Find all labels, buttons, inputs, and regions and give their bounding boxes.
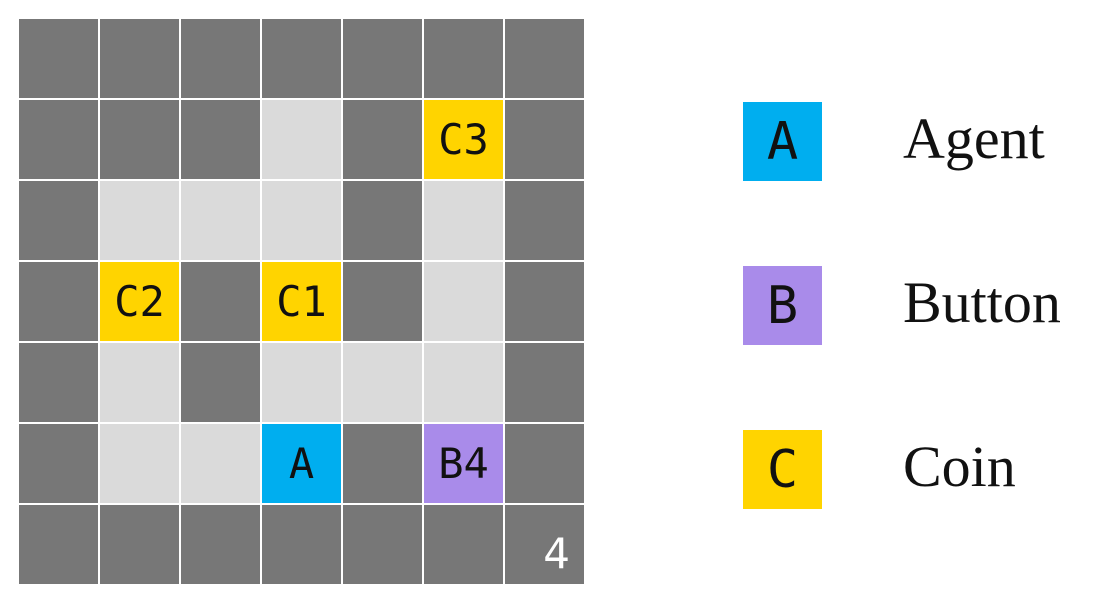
wall-cell xyxy=(181,19,260,98)
wall-cell xyxy=(181,343,260,422)
wall-cell xyxy=(181,262,260,341)
legend-row-coin: C Coin xyxy=(743,430,1083,510)
wall-cell xyxy=(343,424,422,503)
step-counter: 4 xyxy=(505,505,584,584)
legend: A Agent B Button C Coin xyxy=(743,102,1083,512)
wall-cell xyxy=(19,19,98,98)
legend-label-button: Button xyxy=(903,270,1061,335)
wall-cell xyxy=(424,505,503,584)
legend-row-button: B Button xyxy=(743,266,1083,346)
button-cell-b4: B4 xyxy=(424,424,503,503)
floor-cell xyxy=(100,424,179,503)
wall-cell xyxy=(19,262,98,341)
wall-cell xyxy=(100,19,179,98)
floor-cell xyxy=(181,181,260,260)
floor-cell xyxy=(424,181,503,260)
agent-cell: A xyxy=(262,424,341,503)
wall-cell xyxy=(19,181,98,260)
legend-swatch-button: B xyxy=(743,266,822,345)
coin-cell-c2: C2 xyxy=(100,262,179,341)
wall-cell xyxy=(19,505,98,584)
wall-cell xyxy=(19,100,98,179)
wall-cell xyxy=(343,100,422,179)
wall-cell xyxy=(343,19,422,98)
floor-cell xyxy=(100,343,179,422)
wall-cell xyxy=(505,262,584,341)
legend-swatch-agent: A xyxy=(743,102,822,181)
wall-cell xyxy=(181,100,260,179)
wall-cell xyxy=(505,343,584,422)
floor-cell xyxy=(343,343,422,422)
wall-cell xyxy=(343,262,422,341)
coin-cell-c1: C1 xyxy=(262,262,341,341)
floor-cell xyxy=(424,343,503,422)
wall-cell xyxy=(262,505,341,584)
wall-cell xyxy=(505,181,584,260)
floor-cell xyxy=(262,100,341,179)
legend-label-agent: Agent xyxy=(903,106,1045,171)
legend-swatch-coin: C xyxy=(743,430,822,509)
wall-cell xyxy=(19,424,98,503)
wall-cell xyxy=(505,100,584,179)
wall-cell xyxy=(343,181,422,260)
wall-cell xyxy=(262,19,341,98)
wall-cell xyxy=(100,100,179,179)
legend-label-coin: Coin xyxy=(903,434,1016,499)
wall-cell xyxy=(343,505,422,584)
legend-row-agent: A Agent xyxy=(743,102,1083,182)
wall-cell xyxy=(181,505,260,584)
floor-cell xyxy=(262,343,341,422)
floor-cell xyxy=(181,424,260,503)
wall-cell xyxy=(19,343,98,422)
floor-cell xyxy=(100,181,179,260)
floor-cell xyxy=(262,181,341,260)
floor-cell xyxy=(424,262,503,341)
wall-cell xyxy=(100,505,179,584)
wall-cell xyxy=(424,19,503,98)
wall-cell xyxy=(505,19,584,98)
coin-cell-c3: C3 xyxy=(424,100,503,179)
wall-cell xyxy=(505,424,584,503)
